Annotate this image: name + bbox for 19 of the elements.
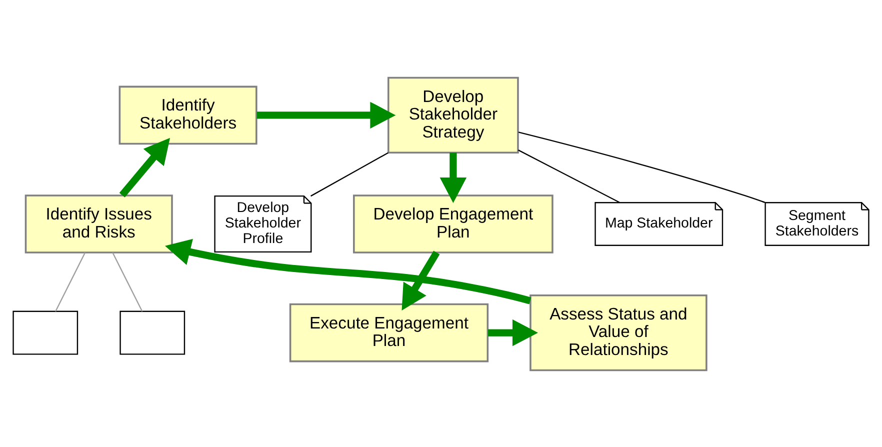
arrow [119,137,170,197]
node-box [120,310,186,354]
arrow [440,152,467,203]
node-box: Assess Status and Value of Relationships [530,294,708,371]
arrow [402,250,440,310]
connector [518,131,766,203]
node-box: Execute Engagement Plan [289,302,489,362]
node-box: Identify Stakeholders [118,85,258,144]
arrow [165,238,532,304]
connector [518,149,620,203]
connector [112,252,143,312]
connector [310,152,389,196]
node-box [12,310,78,354]
node-box: Develop Stakeholder Strategy [388,76,519,154]
connector [55,252,86,312]
arrow [256,101,396,128]
node-box: Identify Issues and Risks [24,194,173,253]
arrow [488,318,538,346]
node-box: Develop Engagement Plan [353,194,554,253]
